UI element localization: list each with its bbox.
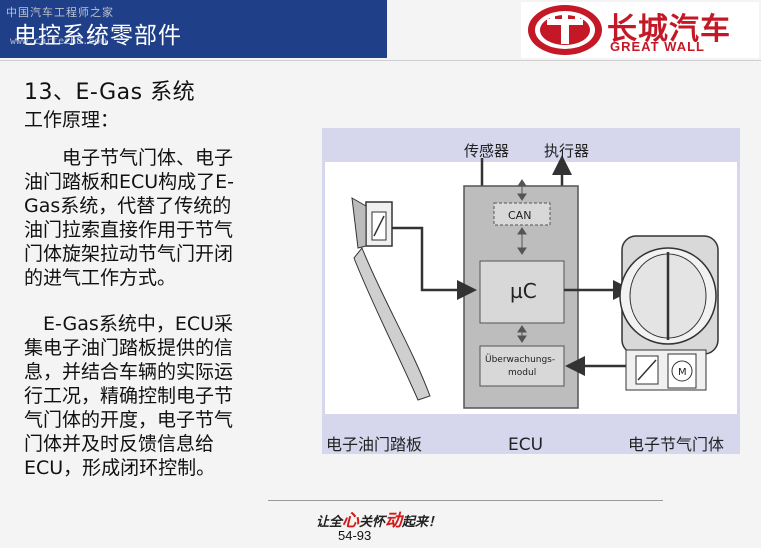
header-divider (0, 60, 761, 61)
page-title: 电控系统零部件 (14, 23, 182, 49)
section-title: 13、E-Gas 系统 (24, 80, 196, 105)
paragraph-closed-loop: E-Gas系统中，ECU采 集电子油门踏板提供的信 息，并结合车辆的实际运 行工… (24, 313, 234, 479)
monitoring-module-box (479, 345, 565, 387)
egas-diagram: M 传感器 执行器 CAN µC Überwachungs- modul 电子油… (322, 128, 740, 454)
slogan-part: 起来！ (402, 515, 442, 530)
can-box (493, 202, 551, 226)
monitor-label-line1: Überwachungs- (485, 354, 555, 365)
brand-name-cn: 长城汽车 (607, 12, 731, 47)
slogan-highlight: 心 (342, 511, 360, 531)
throttle-body-drawing (619, 235, 719, 391)
pedal-signal-arrow (392, 226, 477, 300)
monitor-double-arrow (517, 325, 527, 343)
motor-label: M (678, 367, 687, 378)
watermark-text: 中国汽车工程师之家 (6, 6, 114, 19)
microcontroller-box (479, 260, 565, 324)
paragraph-principle: 电子节气门体、电子 油门踏板和ECU构成了E- Gas系统，代替了传统的 油门拉… (24, 147, 235, 289)
accelerator-pedal-drawing (351, 197, 431, 401)
great-wall-logo: 长城汽车 GREAT WALL (521, 2, 759, 58)
slogan-part: 让全 (316, 515, 343, 530)
can-double-arrow (517, 179, 527, 201)
footer-rule (268, 500, 663, 501)
section-subtitle: 工作原理： (24, 109, 120, 131)
slogan-part: 关怀 (359, 515, 386, 530)
ecu-caption: ECU (508, 435, 543, 454)
monitor-label-line2: modul (508, 368, 536, 378)
header-bar: 中国汽车工程师之家 电控系统零部件 www.cartech8.com (0, 0, 387, 58)
great-wall-emblem-icon (528, 5, 602, 55)
slogan-highlight: 动 (385, 511, 403, 531)
uc-label: µC (510, 279, 537, 303)
pedal-caption: 电子油门踏板 (326, 435, 422, 454)
watermark-url: www.cartech8.com (10, 36, 107, 47)
actuator-label: 执行器 (544, 142, 589, 160)
uc-double-arrow (517, 227, 527, 255)
brand-name-en: GREAT WALL (610, 39, 705, 54)
throttle-caption: 电子节气门体 (628, 435, 724, 454)
can-label: CAN (508, 209, 531, 222)
egas-diagram-svg: M 传感器 执行器 CAN µC Überwachungs- modul 电子油… (325, 142, 737, 454)
sensor-label: 传感器 (464, 142, 509, 160)
slogan: 让全心关怀动起来！ (316, 506, 441, 531)
page-number: 54-93 (338, 528, 372, 543)
